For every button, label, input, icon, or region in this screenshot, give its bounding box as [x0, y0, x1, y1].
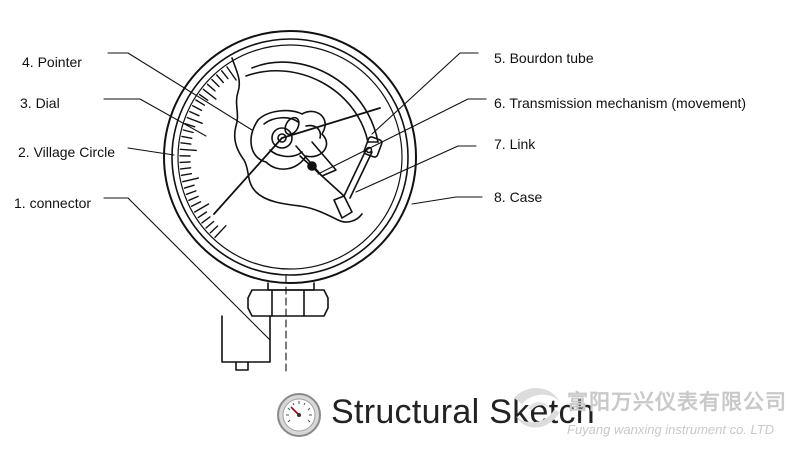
label-transmission: 6. Transmission mechanism (movement): [494, 95, 747, 111]
watermark-company-en: Fuyang wanxing instrument co. LTD: [567, 422, 775, 437]
dial-tick: [215, 74, 225, 84]
dial-tick: [180, 142, 192, 145]
dial-tick: [179, 148, 197, 152]
label-bourdon-tube: 5. Bourdon tube: [494, 50, 594, 66]
dial-tick: [206, 83, 216, 92]
leader-link: [355, 145, 477, 193]
leader-bourdon-tube: [371, 52, 479, 135]
dial-tick: [179, 167, 192, 170]
dial-tick: [181, 135, 193, 140]
dial-tick: [188, 195, 199, 202]
dial-tick: [195, 99, 206, 106]
dial-tick: [191, 104, 203, 112]
dial-tick: [209, 225, 219, 234]
dial-tick: [193, 203, 210, 213]
label-village-circle: 2. Village Circle: [18, 144, 116, 160]
dial-tick: [185, 190, 197, 196]
dial-tick: [214, 224, 227, 239]
swoosh-logo: [514, 387, 560, 428]
dial-tick: [226, 66, 237, 81]
label-case: 8. Case: [494, 189, 543, 205]
dial-tick: [197, 211, 208, 219]
dial-tick: [179, 161, 191, 164]
dial-tick: [211, 78, 220, 88]
watermark-company-cn: 富阳万兴仪表有限公司: [567, 390, 787, 414]
label-link: 7. Link: [494, 136, 536, 152]
leader-transmission: [317, 98, 487, 175]
dial-tick: [190, 201, 202, 208]
leader-case: [411, 196, 483, 205]
dial-tick: [182, 129, 194, 134]
dial-tick: [205, 220, 215, 229]
dial-tick: [186, 116, 203, 125]
leader-pointer: [107, 52, 253, 131]
pressure-gauge-icon: [277, 393, 321, 437]
gauge-socket: [221, 275, 329, 373]
leader-village-circle: [127, 147, 175, 156]
dial-tick: [201, 216, 211, 224]
label-dial: 3. Dial: [20, 95, 60, 111]
leader-lines: [103, 52, 487, 341]
dial-tick: [198, 93, 209, 101]
dial-tick: [184, 122, 196, 128]
dial-tick: [220, 70, 229, 80]
bourdon-tube: [245, 61, 383, 158]
dial-tick: [202, 88, 217, 100]
dial-tick: [183, 184, 195, 189]
dial-scale-ticks: [179, 66, 237, 239]
leader-dial: [103, 98, 207, 137]
dial-tick: [182, 177, 200, 183]
gauge-case: [163, 30, 417, 284]
pointer: [213, 107, 381, 215]
leader-connector: [103, 197, 271, 341]
label-pointer: 4. Pointer: [22, 54, 82, 70]
dial-tick: [180, 172, 193, 177]
dial-tick: [189, 110, 200, 117]
label-connector: 1. connector: [14, 195, 92, 211]
diagram-caption: Structural Sketch: [331, 393, 595, 431]
